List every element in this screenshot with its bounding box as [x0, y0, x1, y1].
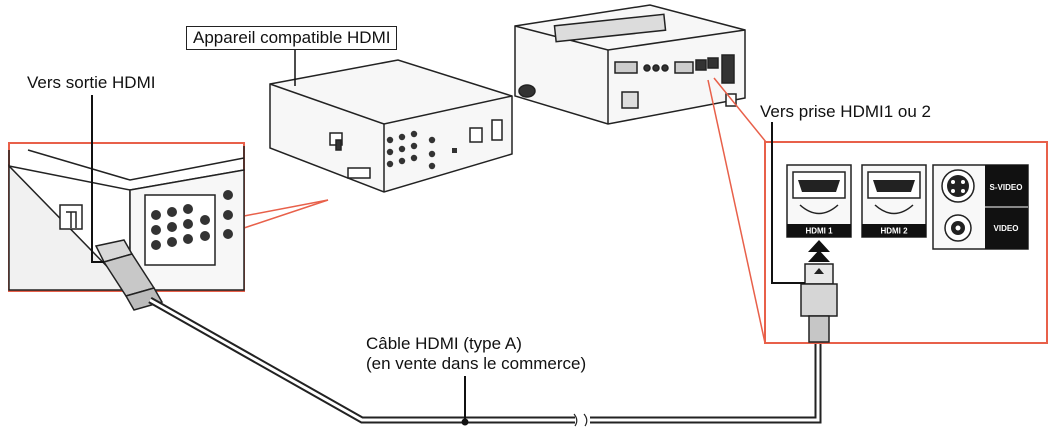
projector-zoom-panel: HDMI 1 HDMI 2 S-VIDEO VIDEO [764, 141, 1048, 344]
hdmi2-label: HDMI 2 [880, 227, 908, 236]
hdmi-in-leader [771, 122, 805, 284]
device-zoom-panel [8, 142, 245, 311]
video-label: VIDEO [994, 224, 1019, 233]
projector-callout-lines [707, 77, 767, 344]
svideo-video-ports: S-VIDEO VIDEO [932, 164, 1029, 250]
insert-arrow [808, 240, 830, 262]
hdmi-plug-right [800, 263, 838, 343]
hdmi-device-illustration [269, 59, 513, 193]
hdmi2-port: HDMI 2 [861, 164, 927, 238]
svideo-label: S-VIDEO [990, 183, 1023, 192]
device-label: Appareil compatible HDMI [186, 26, 398, 50]
cable-label-line2: (en vente dans le commerce) [366, 354, 587, 373]
hdmi-cable [148, 296, 822, 427]
hdmi-in-label: Vers prise HDMI1 ou 2 [760, 102, 932, 121]
hdmi-out-label: Vers sortie HDMI [27, 73, 156, 92]
cable-label-line1: Câble HDMI (type A) [366, 334, 522, 353]
device-callout-lines [243, 199, 329, 229]
hdmi-out-leader [91, 95, 104, 263]
projector-illustration [514, 4, 746, 125]
hdmi1-label: HDMI 1 [805, 227, 833, 236]
hdmi1-port: HDMI 1 [786, 164, 852, 238]
cable-leader-dot [461, 418, 469, 426]
